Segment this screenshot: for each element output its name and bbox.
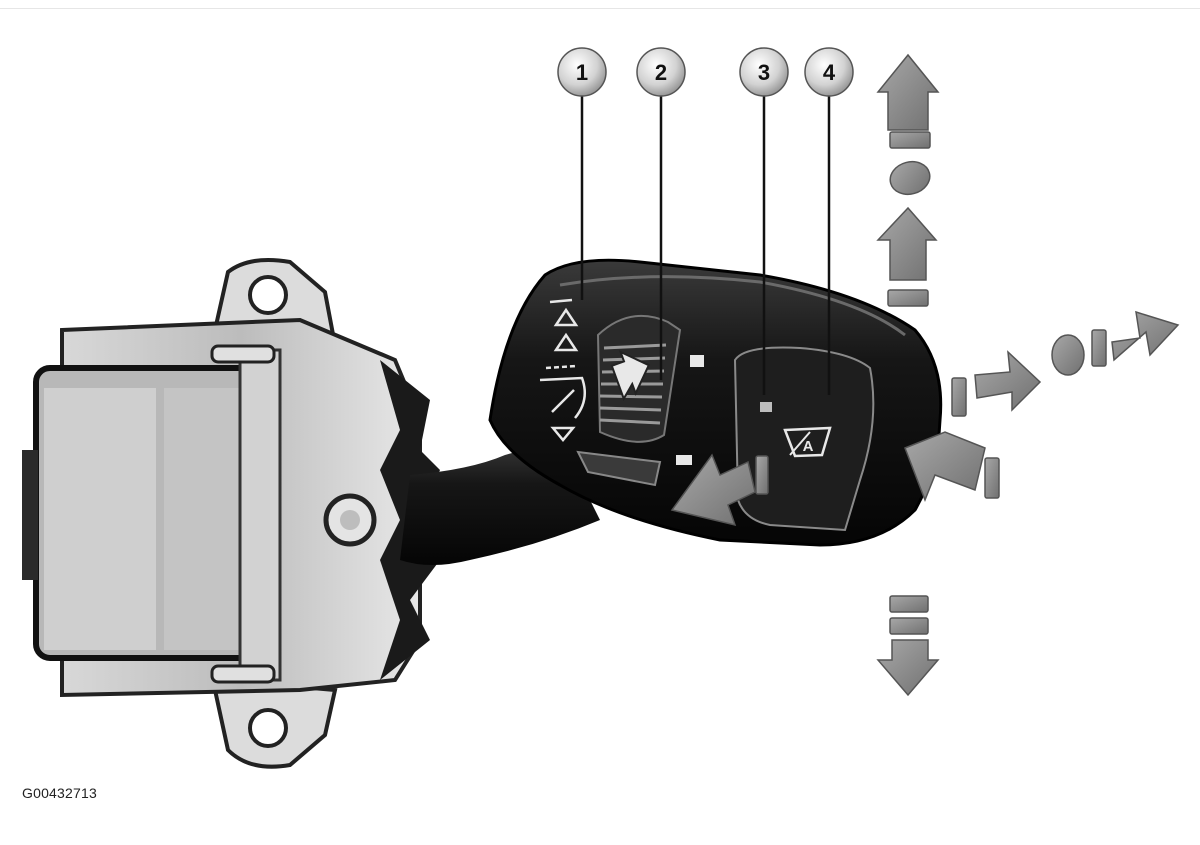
arrow-up-small bbox=[876, 206, 938, 281]
callout-3: 3 bbox=[739, 47, 789, 97]
dot-mark bbox=[889, 160, 931, 196]
arrow-right bbox=[974, 350, 1042, 412]
arrow-down bbox=[876, 639, 940, 697]
arrow-push-in bbox=[904, 431, 986, 503]
wiper-stalk: A bbox=[400, 258, 943, 565]
arrow-pull bbox=[670, 453, 756, 527]
callout-2-label: 2 bbox=[655, 60, 667, 85]
rear-wiper-button: A bbox=[733, 346, 875, 532]
dash-mark bbox=[951, 377, 967, 417]
rotary-interval-dial bbox=[596, 314, 682, 443]
arrow-right-far bbox=[1111, 310, 1180, 362]
callout-4-label: 4 bbox=[823, 60, 836, 85]
wiper-speed-symbols bbox=[539, 298, 587, 442]
callout-4: 4 bbox=[804, 47, 854, 97]
callout-1: 1 bbox=[557, 47, 607, 97]
top-border-line bbox=[0, 8, 1200, 9]
motion-arrows bbox=[670, 53, 1180, 697]
switch-housing bbox=[22, 258, 440, 769]
dash-mark bbox=[889, 595, 929, 613]
dash-mark bbox=[755, 455, 769, 495]
dash-mark bbox=[889, 617, 929, 635]
callout-2: 2 bbox=[636, 47, 686, 97]
dash-mark bbox=[887, 289, 929, 307]
figure-id: G00432713 bbox=[22, 785, 97, 801]
arrow-up-large bbox=[876, 53, 940, 131]
dot-mark bbox=[1051, 334, 1085, 376]
svg-text:A: A bbox=[803, 438, 814, 455]
callout-1-label: 1 bbox=[576, 60, 588, 85]
callout-3-label: 3 bbox=[758, 60, 770, 85]
dash-mark bbox=[889, 131, 931, 149]
callout-leaders bbox=[580, 95, 831, 395]
dash-mark bbox=[984, 457, 1000, 499]
dash-mark bbox=[1091, 329, 1107, 367]
